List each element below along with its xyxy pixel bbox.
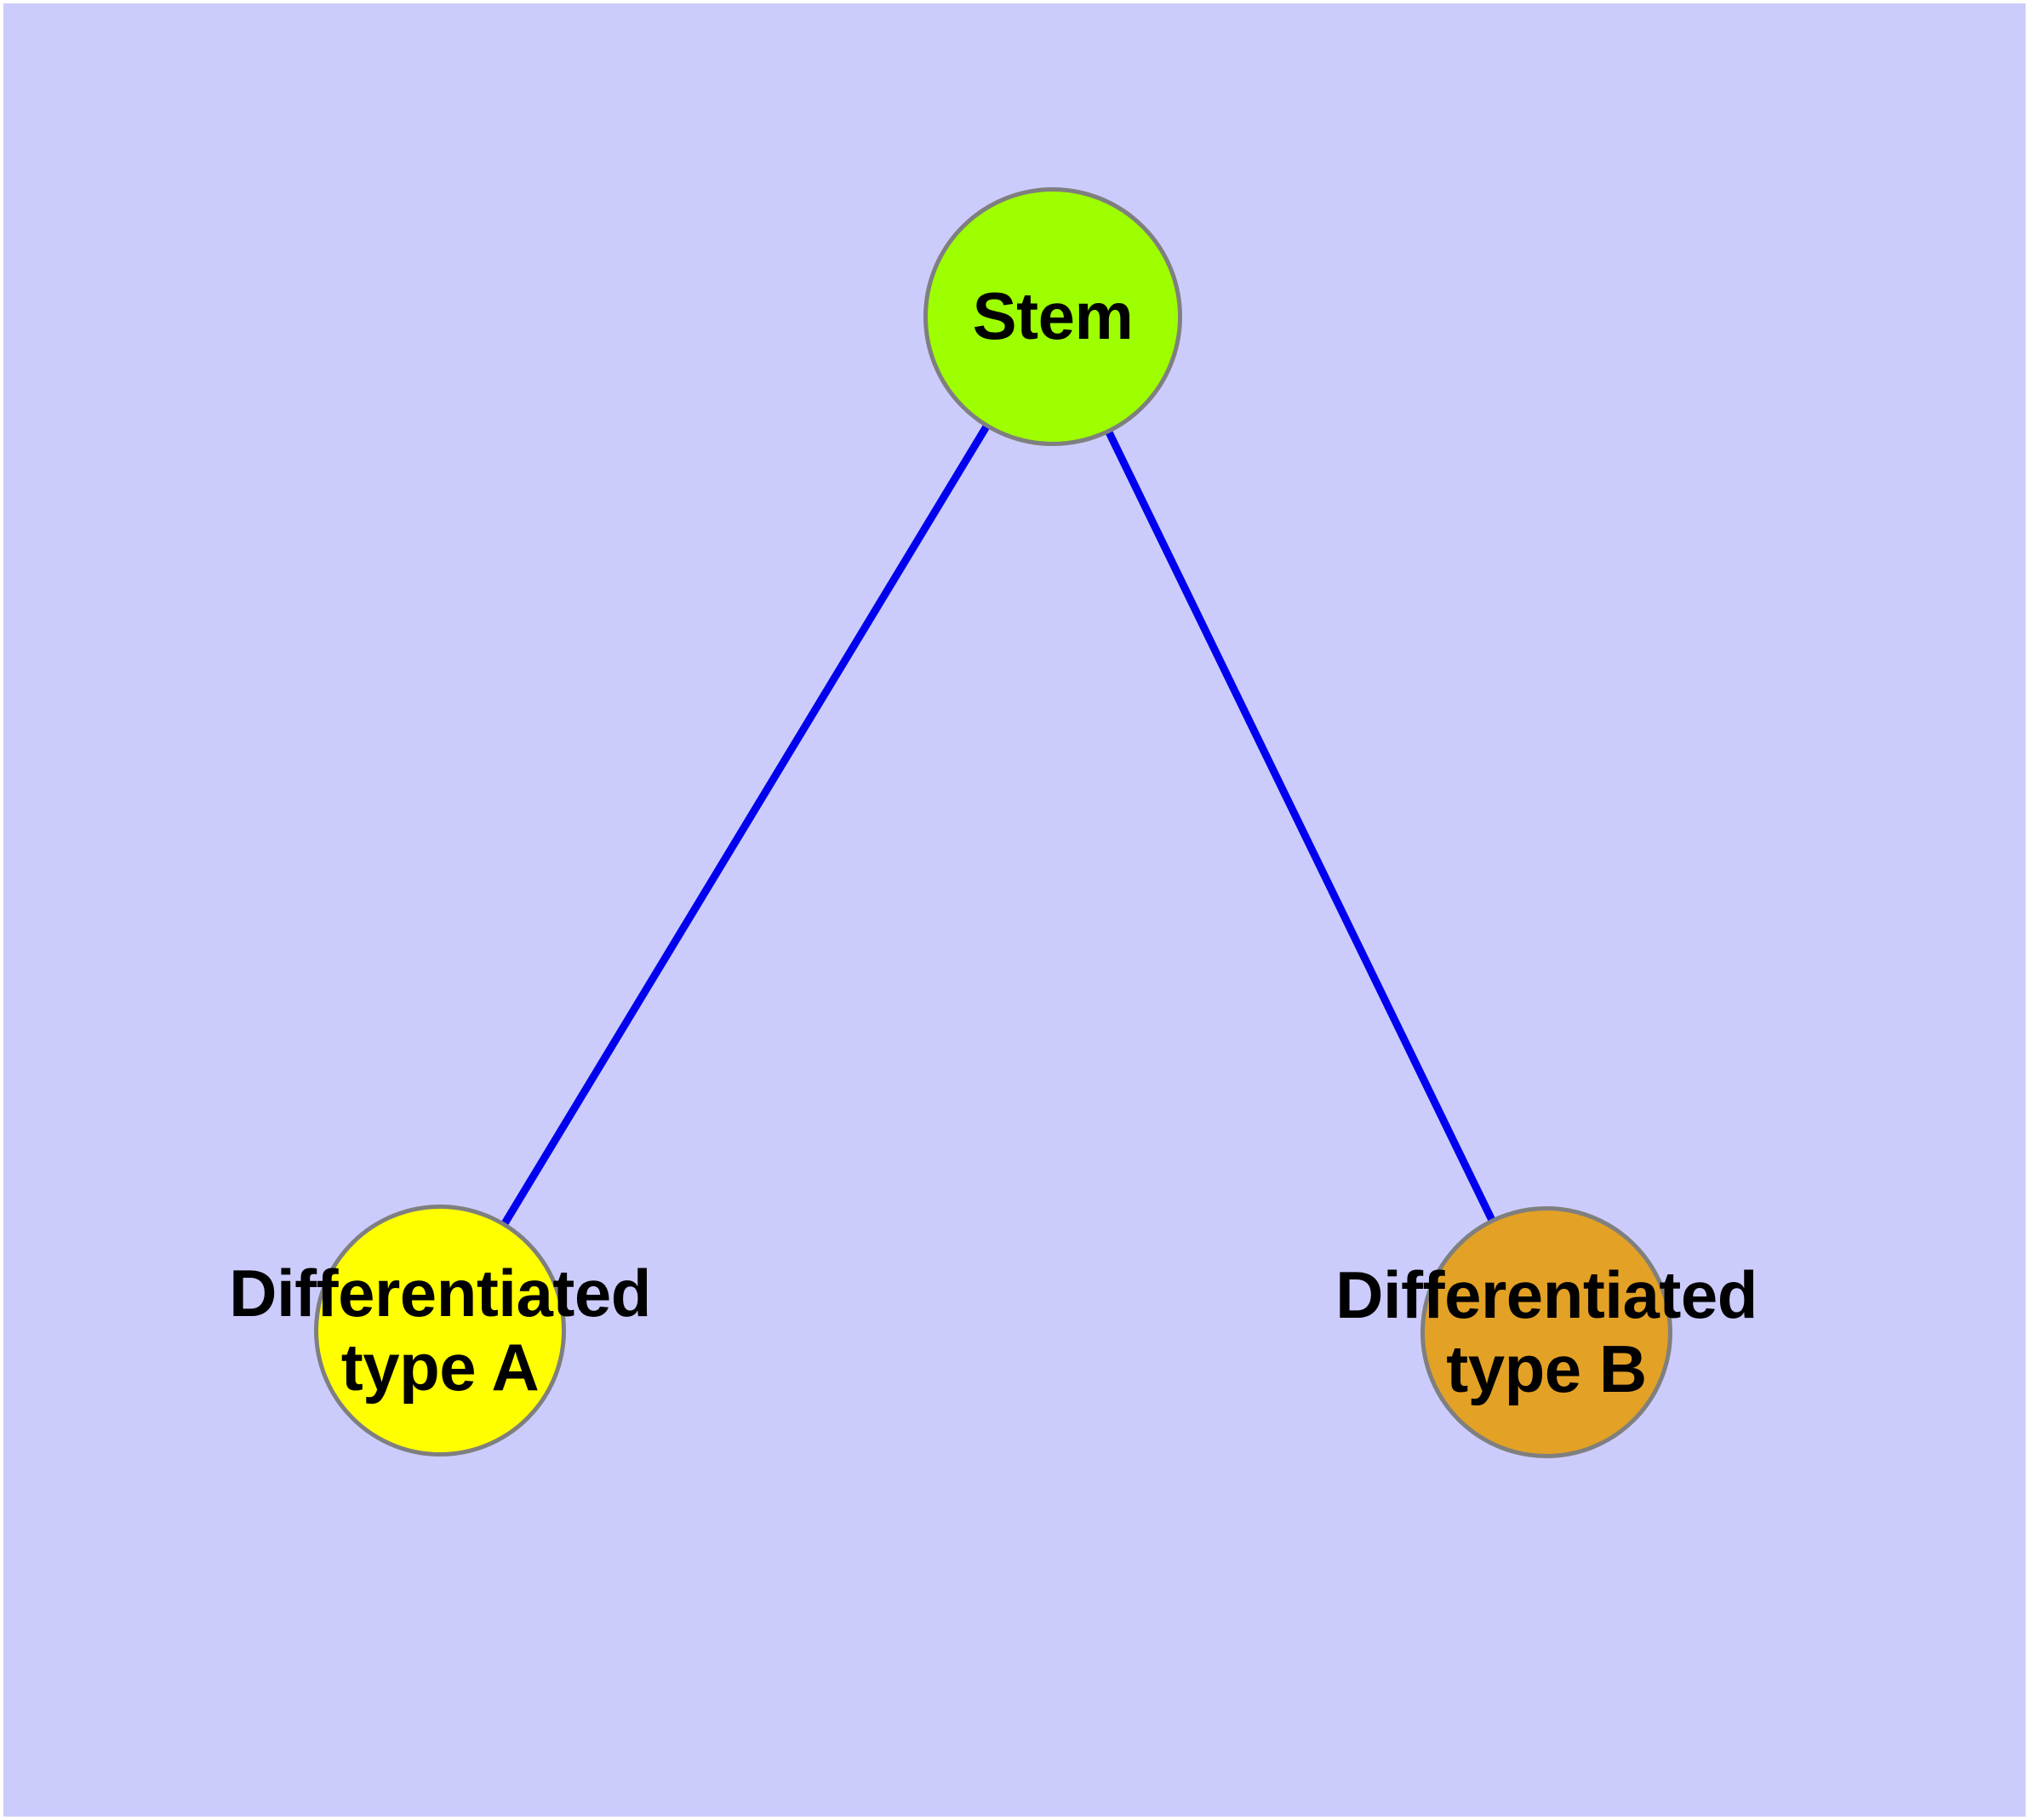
edge-stem-to-differentiated-type-a bbox=[437, 314, 1056, 1333]
node-differentiated-type-a[interactable] bbox=[314, 1205, 566, 1457]
node-differentiated-type-b[interactable] bbox=[1420, 1206, 1672, 1458]
edge-stem-to-differentiated-type-b bbox=[1049, 315, 1551, 1334]
node-stem[interactable] bbox=[923, 187, 1182, 446]
